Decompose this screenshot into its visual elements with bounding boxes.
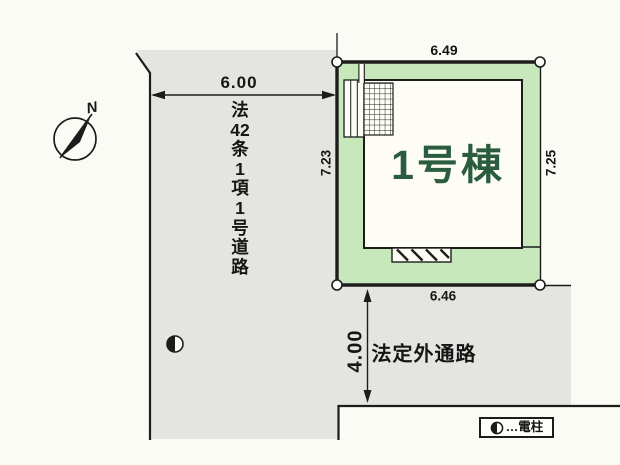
road-name-char: 項 — [231, 178, 249, 199]
road-name-char: 道 — [231, 237, 249, 258]
road-area — [137, 50, 571, 439]
lot-dimension-north: 6.49 — [430, 42, 458, 58]
entrance-steps — [343, 79, 365, 138]
building-number-label: 1号棟 — [391, 142, 505, 188]
lot-dimension-west: 7.23 — [318, 149, 334, 177]
road-name-char: 1 — [235, 197, 245, 218]
dimension-arrow-south-road — [363, 289, 372, 403]
utility-pole-legend-icon — [490, 421, 504, 434]
dimension-arrow-west-road — [151, 90, 336, 100]
south-road-width-dimension: 4.00 — [344, 329, 367, 373]
legend: …電柱 — [479, 417, 554, 438]
road-name-char: 1 — [235, 158, 245, 179]
lot-dimension-east: 7.25 — [543, 149, 559, 177]
road-south-edge-line — [337, 404, 620, 440]
west-road-width-dimension: 6.00 — [220, 73, 258, 92]
terrace — [391, 247, 452, 263]
entrance-walkway — [358, 64, 365, 83]
road-name-char: 法 — [231, 100, 249, 120]
road-name-char: 42 — [230, 119, 250, 140]
road-west-edge-line — [135, 52, 152, 440]
compass-icon — [53, 113, 97, 161]
road-name-char: 号 — [231, 217, 249, 238]
entrance-porch — [363, 82, 394, 136]
legend-label: …電柱 — [505, 420, 544, 435]
boundary-corner-markers — [331, 56, 546, 291]
road-name-char: 路 — [231, 256, 249, 277]
road-name-char: 条 — [231, 139, 249, 160]
south-road-name: 法定外通路 — [371, 343, 477, 366]
utility-pole-icon — [166, 335, 184, 353]
lot-dimension-south: 6.46 — [429, 288, 457, 304]
